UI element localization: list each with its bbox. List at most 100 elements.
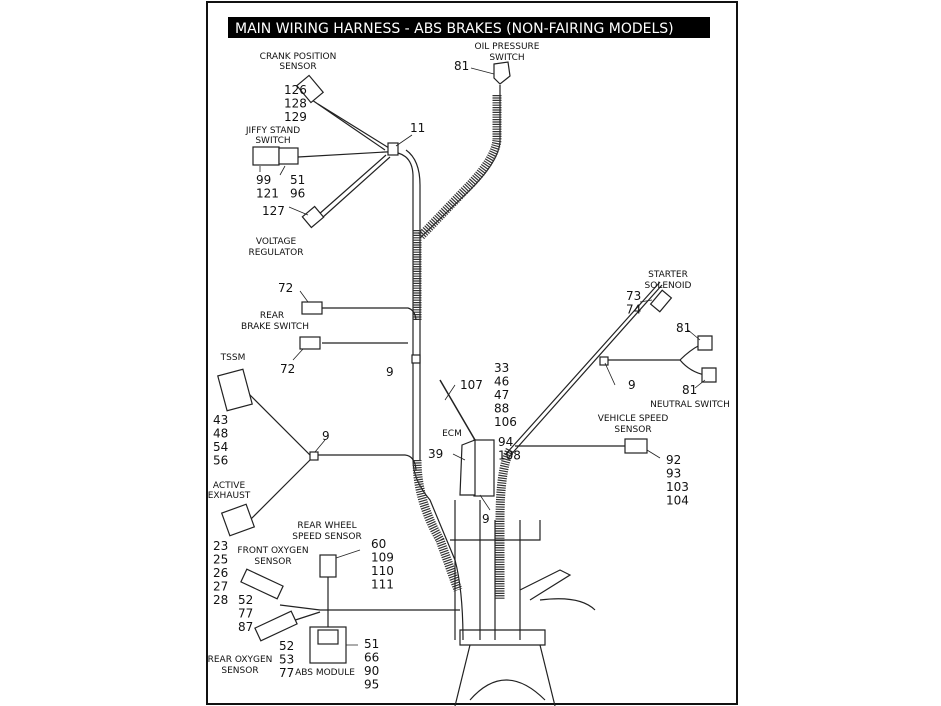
callout-front-o2: 87: [238, 620, 253, 634]
callout-crank: 126: [284, 83, 307, 97]
callout-vss: 93: [666, 467, 681, 481]
front-oxygen-sensor: [240, 568, 284, 600]
label-tssm: TSSM: [220, 353, 246, 363]
oil-pressure-switch: [493, 61, 511, 85]
voltage-regulator: [301, 205, 325, 229]
starter-solenoid: [649, 289, 673, 313]
callout-oil: 81: [454, 59, 469, 73]
callout-ecm-a: 33: [494, 361, 509, 375]
callout-rear-o2: 77: [279, 666, 294, 680]
label-rear-o2-2: SENSOR: [221, 666, 258, 676]
vehicle-speed-sensor: [624, 438, 648, 454]
callout-rear-wheel: 109: [371, 551, 394, 565]
callout-neutral-bottom: 81: [682, 383, 697, 397]
callout-vss: 104: [666, 494, 689, 508]
abs-module: [309, 626, 347, 664]
label-voltage-1: VOLTAGE: [256, 237, 297, 247]
callout-crank: 128: [284, 97, 307, 111]
callout-active-exhaust: 23: [213, 539, 228, 553]
callout-neutral-top: 81: [676, 321, 691, 335]
diagram-title: MAIN WIRING HARNESS - ABS BRAKES (NON-FA…: [235, 21, 674, 37]
callout-rear-brake-a: 72: [278, 281, 293, 295]
callout-jiffy-a: 99: [256, 173, 271, 187]
clip-11: [387, 142, 399, 156]
label-oil-2: SWITCH: [489, 53, 524, 63]
callout-abs: 90: [364, 664, 379, 678]
callout-ecm-a: 106: [494, 415, 517, 429]
callout-tssm: 54: [213, 440, 228, 454]
callout-crank: 129: [284, 110, 307, 124]
rear-wheel-speed-sensor: [319, 554, 337, 578]
label-jiffy-1: JIFFY STAND: [245, 126, 300, 136]
callout-jiffy-b: 96: [290, 187, 305, 201]
callout-jiffy-a: 121: [256, 187, 279, 201]
label-starter-1: STARTER: [648, 270, 688, 280]
rear-oxygen-sensor: [254, 610, 298, 642]
main-harness: [244, 85, 706, 706]
crank-position-sensor: [295, 74, 325, 104]
label-crank-1: CRANK POSITION: [260, 52, 337, 62]
callout-starter: 74: [626, 303, 641, 317]
ecm: [459, 439, 495, 497]
callout-tssm: 43: [213, 413, 228, 427]
callout-ecm-b: 94: [498, 435, 513, 449]
label-rear-brake-2: BRAKE SWITCH: [241, 322, 309, 332]
label-rear-wheel-1: REAR WHEEL: [297, 521, 356, 531]
title-bar: [228, 17, 710, 38]
callout-ecm-a: 88: [494, 402, 509, 416]
leader-lines: [259, 67, 706, 646]
callout-ecm-b: 108: [498, 449, 521, 463]
callout-starter: 73: [626, 289, 641, 303]
callout-rear-wheel: 111: [371, 578, 394, 592]
tssm: [217, 368, 253, 412]
label-active-exhaust-1: ACTIVE: [213, 481, 246, 491]
callout-rear-wheel: 110: [371, 564, 394, 578]
clips: [309, 354, 609, 461]
callout-clip-right: 9: [628, 378, 636, 392]
label-voltage-2: REGULATOR: [248, 248, 303, 258]
label-crank-2: SENSOR: [279, 62, 316, 72]
active-exhaust: [220, 503, 256, 537]
label-front-o2-1: FRONT OXYGEN: [237, 546, 308, 556]
callout-active-exhaust: 27: [213, 580, 228, 594]
callout-active-exhaust: 26: [213, 566, 228, 580]
callout-clip-mid: 9: [386, 365, 394, 379]
callout-voltage: 127: [262, 204, 285, 218]
callout-jiffy-b: 51: [290, 173, 305, 187]
callout-abs: 95: [364, 678, 379, 692]
callout-tssm: 48: [213, 427, 228, 441]
label-ecm: ECM: [442, 429, 462, 439]
callout-tssm: 56: [213, 454, 228, 468]
label-active-exhaust-2: EXHAUST: [208, 491, 251, 501]
rear-brake-switch: [299, 301, 323, 350]
label-vss-1: VEHICLE SPEED: [598, 414, 669, 424]
label-starter-2: SOLENOID: [645, 281, 692, 291]
callout-abs: 66: [364, 651, 379, 665]
label-rear-wheel-2: SPEED SENSOR: [292, 532, 362, 542]
label-front-o2-2: SENSOR: [254, 557, 291, 567]
callout-rear-o2: 53: [279, 653, 294, 667]
label-rear-o2-1: REAR OXYGEN: [208, 655, 273, 665]
callout-vss: 92: [666, 453, 681, 467]
callout-clip-ecm: 9: [482, 512, 490, 526]
callout-abs: 51: [364, 637, 379, 651]
callout-vss: 103: [666, 480, 689, 494]
label-oil-1: OIL PRESSURE: [475, 42, 540, 52]
jiffy-stand-switch: [252, 146, 299, 166]
callout-rear-o2: 52: [279, 639, 294, 653]
frame: [206, 1, 738, 705]
label-neutral: NEUTRAL SWITCH: [650, 400, 730, 410]
callout-active-exhaust: 28: [213, 593, 228, 607]
callout-clip-top: 11: [410, 121, 425, 135]
callout-active-exhaust: 25: [213, 553, 228, 567]
callout-ecm-a: 46: [494, 375, 509, 389]
callout-antenna: 107: [460, 378, 483, 392]
callout-ecm-c: 39: [428, 447, 443, 461]
label-vss-2: SENSOR: [614, 425, 651, 435]
label-jiffy-2: SWITCH: [255, 136, 290, 146]
callout-rear-wheel: 60: [371, 537, 386, 551]
callout-front-o2: 77: [238, 607, 253, 621]
callout-rear-brake-b: 72: [280, 362, 295, 376]
